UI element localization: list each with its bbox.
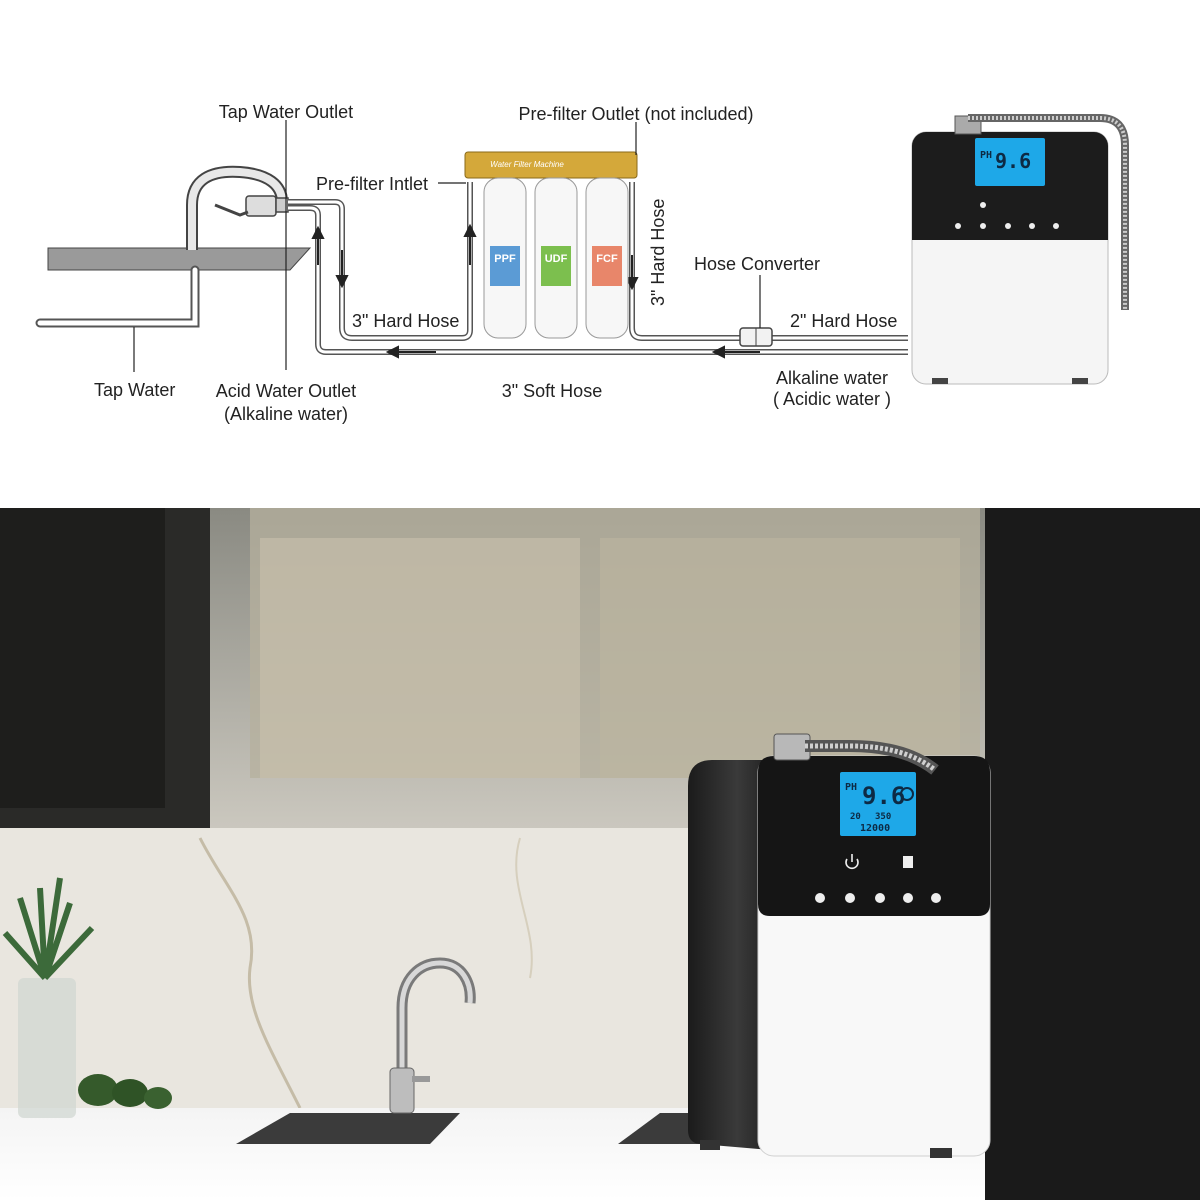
svg-text:PH: PH: [980, 150, 992, 161]
label-soft-hose: 3" Soft Hose: [502, 381, 602, 401]
tap-water-pipe: [35, 265, 200, 328]
label-prefilter-inlet: Pre-filter Intlet: [316, 174, 428, 194]
svg-text:9.6: 9.6: [995, 149, 1031, 173]
prefilter-unit: Water Filter Machine PPF UDF FCF: [464, 151, 638, 339]
green-produce: [78, 1074, 172, 1109]
flow-arrows: [311, 223, 760, 359]
mode-button-alkaline-1-icon[interactable]: [875, 893, 885, 903]
counter-slab: [47, 247, 312, 271]
right-dark-panel: [985, 508, 1200, 1200]
kitchen-scene: PH 9.6 20 350 12000: [0, 508, 1200, 1200]
label-hard-hose-2: 2" Hard Hose: [790, 311, 897, 331]
label-acid-outlet-sub: (Alkaline water): [224, 404, 348, 424]
lcd-ph-label: PH: [845, 782, 857, 793]
mode-button-alkaline-2-icon[interactable]: [845, 893, 855, 903]
label-hose-converter: Hose Converter: [694, 254, 820, 274]
mode-button-purified-icon[interactable]: [903, 893, 913, 903]
filter-cartridge-ppf: PPF: [483, 177, 527, 339]
leader-lines: [133, 120, 761, 372]
filter-cartridge-udf: UDF: [534, 177, 578, 339]
kitchen-faucet-icon: [389, 957, 476, 1114]
power-button-icon[interactable]: [844, 854, 860, 870]
label-acid-outlet: Acid Water Outlet: [216, 381, 356, 401]
mode-button-acidic-icon[interactable]: [931, 893, 941, 903]
label-alkaline-water: Alkaline water: [776, 368, 888, 388]
lcd-counter-value: 12000: [860, 823, 890, 834]
label-prefilter-outlet: Pre-filter Outlet (not included): [518, 104, 753, 124]
filter-label-fcf: FCF: [596, 253, 618, 265]
label-tap-water: Tap Water: [94, 380, 175, 400]
cleaning-button-icon[interactable]: [903, 856, 913, 868]
lcd-display: [840, 772, 916, 836]
potted-plant-icon: [2, 877, 95, 1118]
label-hard-hose-vertical: 3" Hard Hose: [648, 199, 668, 306]
lcd-ph-value: 9.6: [862, 782, 905, 810]
water-ionizer: PH 9.6 20 350 12000: [688, 733, 991, 1158]
lcd-flow-value: 350: [875, 812, 891, 822]
mode-button-alkaline-3-icon[interactable]: [815, 893, 825, 903]
filter-label-ppf: PPF: [494, 253, 516, 265]
sink-left: [236, 1113, 460, 1144]
label-tap-water-outlet: Tap Water Outlet: [219, 102, 353, 122]
prefilter-header: Water Filter Machine: [490, 160, 564, 169]
installation-diagram: Water Filter Machine PPF UDF FCF PH 9.6: [35, 102, 1129, 424]
label-hard-hose-left: 3" Hard Hose: [352, 311, 459, 331]
filter-cartridge-fcf: FCF: [585, 177, 629, 339]
faucet-icon: [186, 165, 289, 250]
lcd-temp-value: 20: [850, 812, 861, 822]
hose-network: [288, 182, 908, 355]
label-acidic-water: ( Acidic water ): [773, 389, 891, 409]
ionizer-diagram: PH 9.6: [911, 114, 1129, 385]
hose-converter: [739, 327, 773, 347]
filter-label-udf: UDF: [545, 253, 568, 265]
